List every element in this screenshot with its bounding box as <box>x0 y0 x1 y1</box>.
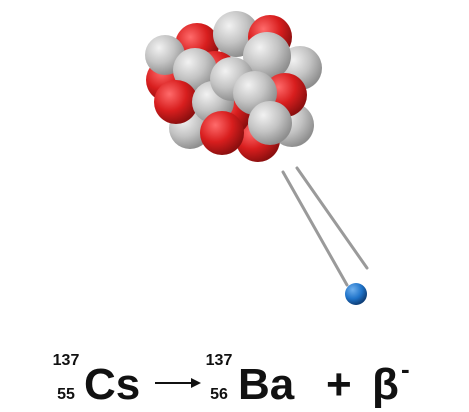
parent-element-symbol: Cs <box>84 360 140 409</box>
track-line-left <box>281 170 349 287</box>
neutron <box>173 48 217 92</box>
track-line-right <box>295 166 369 270</box>
decay-equation: 137 55 Cs 137 56 Ba + β - <box>53 352 410 409</box>
proton <box>200 111 244 155</box>
beta-particle-tracks <box>281 166 369 287</box>
proton <box>154 80 198 124</box>
nucleus-cluster <box>145 11 322 162</box>
plus-sign: + <box>326 360 352 409</box>
parent-atomic-number: 55 <box>57 386 75 403</box>
neutron <box>248 101 292 145</box>
beta-charge: - <box>401 354 410 384</box>
beta-particle <box>345 283 367 305</box>
beta-symbol: β <box>372 360 399 409</box>
neutron <box>243 32 291 80</box>
daughter-atomic-number: 56 <box>210 386 228 403</box>
daughter-element-symbol: Ba <box>238 360 295 409</box>
reaction-arrow <box>155 378 201 388</box>
parent-mass-number: 137 <box>53 352 80 369</box>
daughter-mass-number: 137 <box>206 352 233 369</box>
